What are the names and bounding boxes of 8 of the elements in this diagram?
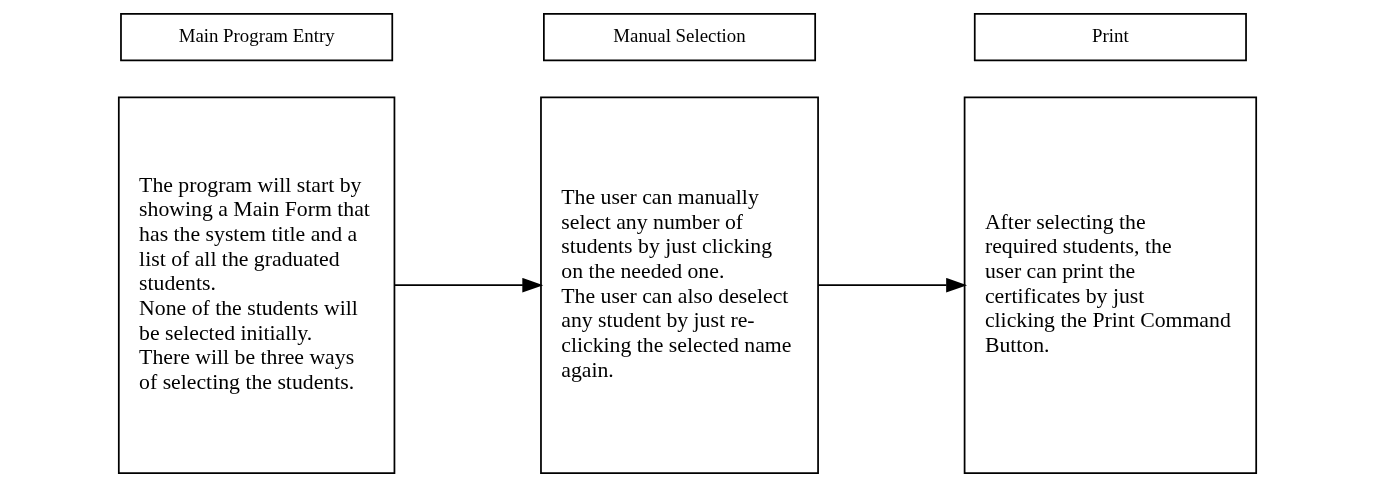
node-box: The user can manually select any number of students by just clicking on the needed one. The user can also deselect any student by just re-clicking the selected name again.	[540, 96, 819, 474]
node-box: Print	[973, 13, 1247, 62]
node-box: Main Program Entry	[120, 13, 394, 62]
node-box: The program will start by showing a Main Form that has the system title and a list of all the graduated students. None of the students will be selected initially. There will be three ways of selecting the students.	[117, 96, 396, 474]
arrow	[394, 277, 544, 293]
node-box: Manual Selection	[543, 13, 817, 62]
arrow	[817, 277, 968, 293]
node-box: After selecting the required students, the user can print the certificates by just clicking the Print Command Button.	[963, 96, 1258, 474]
